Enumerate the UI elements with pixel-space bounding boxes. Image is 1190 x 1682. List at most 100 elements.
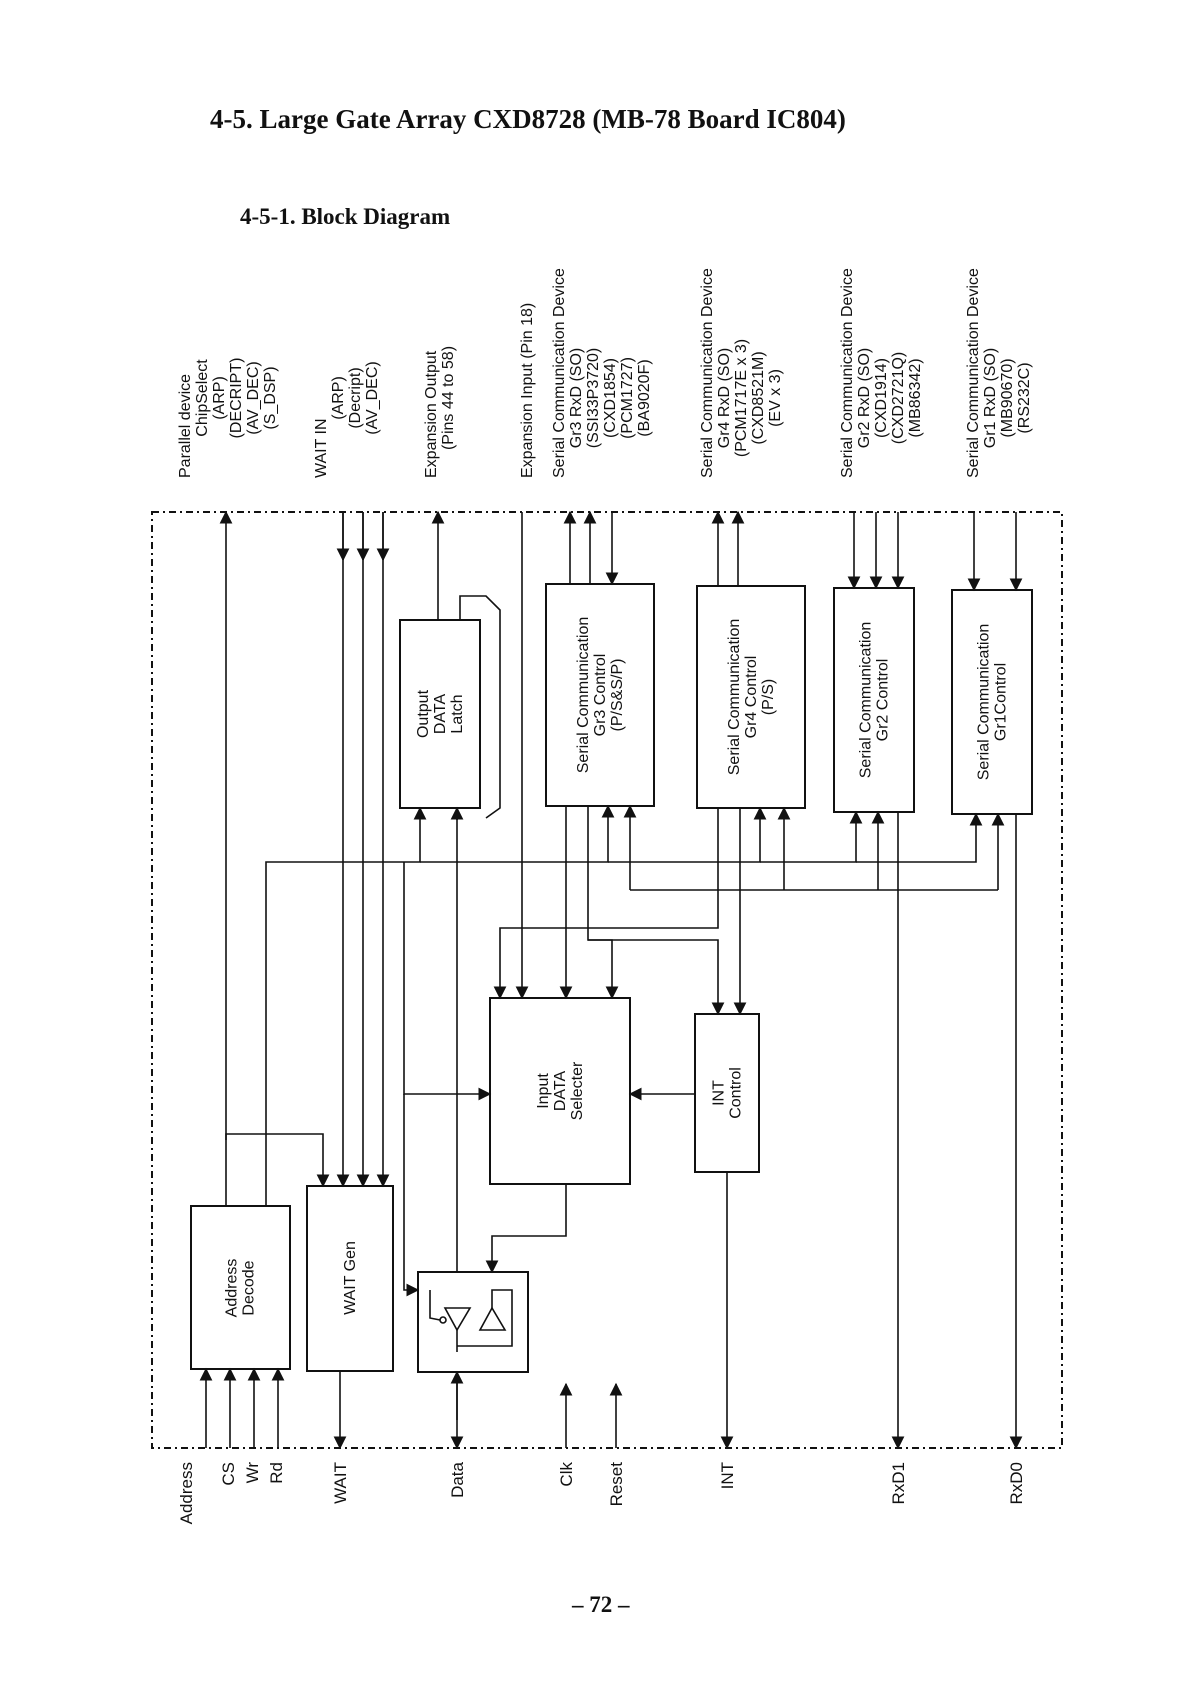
top-label-gr4-device-line: Serial Communication Device: [699, 268, 716, 478]
top-label-wait-in-line: (AV_DEC): [364, 361, 381, 435]
top-label-wait-in-line: WAIT IN: [313, 418, 330, 478]
top-label-gr1-device-line: Gr1 RxD (SO): [982, 348, 999, 448]
top-label-gr4-device-line: (PCM1717E x 3): [733, 339, 750, 457]
wire-decode-to-waitgen: [225, 1133, 330, 1188]
wire-latch-feedback: [459, 595, 501, 819]
block-label-line: DATA: [552, 1071, 569, 1112]
top-label-gr3-device-line: (BA9020F): [636, 359, 653, 436]
pin-label-wr: Wr: [243, 1462, 262, 1484]
pin-label-rxd0: RxD0: [1007, 1462, 1026, 1505]
block-label-line: Gr4 Control: [743, 656, 760, 739]
output-latch-box: [399, 619, 481, 809]
gr4-control-box: [696, 585, 806, 809]
top-label-gr1-device-line: (RS232C): [1016, 362, 1033, 433]
top-label-gr3-device-line: Gr3 RxD (SO): [568, 348, 585, 448]
top-label-gr2-device-line: (CXD2721Q): [890, 352, 907, 444]
top-label-expansion-input-line: Expansion Input (Pin 18): [519, 303, 536, 478]
top-label-gr3-device-line: (CXD1854): [602, 358, 619, 438]
chip-boundary: [151, 511, 1063, 1449]
wire-bus-gr2: [760, 810, 863, 863]
page-title: 4-5. Large Gate Array CXD8728 (MB-78 Boa…: [210, 104, 846, 134]
block-label-line: INT: [711, 1080, 728, 1106]
block-label-line: Output: [415, 689, 432, 738]
top-label-parallel-line: (ARP): [211, 376, 228, 420]
block-label-line: Latch: [449, 694, 466, 733]
wire-gr3-to-int: [588, 939, 725, 1016]
int-control-label: INTControl: [711, 1067, 745, 1119]
wire-bus-gr3: [420, 804, 615, 863]
top-label-expansion-output-line: (Pins 44 to 58): [440, 346, 457, 450]
block-label-line: Gr2 Control: [875, 659, 892, 742]
block-label-line: Serial Communication: [976, 624, 993, 781]
block-label-line: Control: [728, 1067, 745, 1119]
block-label-line: Selecter: [569, 1061, 586, 1120]
top-label-gr1-device-line: Serial Communication Device: [965, 268, 982, 478]
top-label-wait-in-line: (Decript): [347, 367, 364, 428]
top-label-gr2-device-line: (MB86342): [907, 358, 924, 437]
wire-selector-to-buffer: [485, 1184, 567, 1274]
top-label-parallel-line: (DECRIPT): [228, 358, 245, 439]
gr4-control-label: Serial CommunicationGr4 Control(P/S): [726, 619, 777, 776]
pin-label-rd: Rd: [267, 1462, 286, 1484]
wait-gen-label: WAIT Gen: [342, 1241, 359, 1315]
wire-bus-to-buffer: [403, 1094, 420, 1297]
pin-label-rxd1: RxD1: [889, 1462, 908, 1505]
block-label-line: Address: [224, 1259, 241, 1318]
block-labels: OutputDATALatch Serial CommunicationGr3 …: [224, 617, 1010, 1318]
pin-label-data: Data: [448, 1461, 467, 1497]
input-selector-label: InputDATASelecter: [535, 1061, 586, 1120]
top-label-gr3-device-line: (SSI33P3720): [585, 348, 602, 449]
top-label-gr1-device-line: (MB90670): [999, 358, 1016, 437]
block-label-line: (P/S): [760, 679, 777, 715]
output-latch-label: OutputDATALatch: [415, 689, 466, 738]
section-subtitle: 4-5-1. Block Diagram: [240, 204, 451, 229]
address-decode-label: AddressDecode: [224, 1259, 258, 1318]
block-label-line: Decode: [241, 1260, 258, 1315]
page-number: – 72 –: [572, 1592, 630, 1617]
top-label-parallel-line: Parallel device: [177, 374, 194, 478]
wire-control-bus: [265, 806, 427, 1206]
pin-label-wait: WAIT: [331, 1462, 350, 1504]
gr1-control-label: Serial CommunicationGr1Control: [976, 624, 1010, 781]
block-label-line: (P/S&S/P): [609, 659, 626, 732]
wait-gen-box: [306, 1185, 394, 1372]
io-buffer-box: [417, 1271, 529, 1373]
top-label-gr4-device-line: (EV x 3): [767, 369, 784, 427]
block-label-line: WAIT Gen: [342, 1241, 359, 1315]
pin-label-clk: Clk: [557, 1462, 576, 1487]
bottom-labels: Address CS Wr Rd WAIT Data Clk Reset INT…: [177, 1461, 1026, 1524]
block-label-line: Serial Communication: [575, 617, 592, 774]
block-label-line: Serial Communication: [858, 622, 875, 779]
gr2-control-label: Serial CommunicationGr2 Control: [858, 622, 892, 779]
top-label-gr2-device-line: (CXD1914): [873, 358, 890, 438]
block-label-line: DATA: [432, 694, 449, 735]
wire-bus-gr1: [856, 812, 983, 863]
top-label-wait-in-line: (ARP): [330, 376, 347, 420]
tristate-buffer-icon: [429, 1289, 513, 1352]
top-label-gr4-device-line: Gr4 RxD (SO): [716, 348, 733, 448]
pin-label-address: Address: [177, 1462, 196, 1524]
top-label-gr3-device-line: Serial Communication Device: [551, 268, 568, 478]
top-label-parallel-line: (AV_DEC): [245, 361, 262, 435]
top-label-expansion-output-line: Expansion Output: [423, 350, 440, 478]
pin-label-reset: Reset: [607, 1462, 626, 1507]
block-label-line: Serial Communication: [726, 619, 743, 776]
top-label-gr4-device-line: (CXD8521M): [750, 351, 767, 444]
top-label-gr3-device-line: (PCM1727): [619, 357, 636, 439]
pin-label-int: INT: [718, 1462, 737, 1489]
block-label-line: Input: [535, 1073, 552, 1109]
wire-bus-to-selector: [403, 862, 492, 1101]
top-label-parallel-line: (S_DSP): [262, 366, 279, 429]
block-label-line: Gr3 Control: [592, 654, 609, 737]
top-label-parallel-line: ChipSelect: [194, 359, 211, 437]
block-label-line: Gr1Control: [993, 663, 1010, 741]
top-label-gr2-device-line: Serial Communication Device: [839, 268, 856, 478]
pin-label-cs: CS: [219, 1462, 238, 1486]
top-label-gr2-device-line: Gr2 RxD (SO): [856, 348, 873, 448]
gr3-control-box: [545, 583, 655, 807]
address-decode-box: [190, 1205, 291, 1370]
gr3-control-label: Serial CommunicationGr3 Control(P/S&S/P): [575, 617, 626, 774]
wire-gr4-to-selector: [493, 808, 719, 1000]
